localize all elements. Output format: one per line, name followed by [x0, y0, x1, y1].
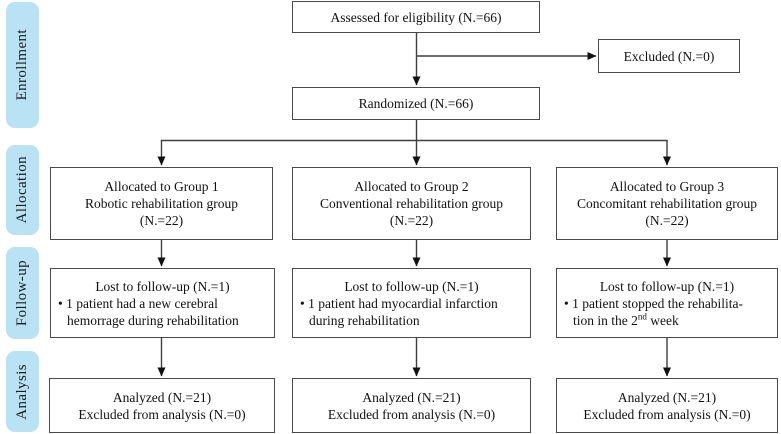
stage-label-followup-text: Follow-up [14, 259, 30, 327]
analysis1-line2: Excluded from analysis (N.=0) [78, 406, 246, 422]
followup1-bullet-line1: • 1 patient had a new cerebral [58, 295, 218, 311]
followup3-bullet-line2-post: week [646, 312, 679, 328]
randomized-box: Randomized (N.=66) [292, 87, 540, 120]
analysis1-line1: Analyzed (N.=21) [112, 389, 212, 405]
stage-label-enrollment-text: Enrollment [14, 29, 30, 101]
allocation-group3-box: Allocated to Group 3 Concomitant rehabil… [556, 167, 778, 240]
followup-group3-box: Lost to follow-up (N.=1) • 1 patient sto… [556, 268, 778, 338]
followup3-bullet-line1: • 1 patient stopped the rehabilita- [564, 295, 744, 311]
stage-label-followup: Follow-up [6, 247, 39, 339]
analysis-group2-box: Analyzed (N.=21) Excluded from analysis … [292, 378, 531, 433]
analysis2-line1: Analyzed (N.=21) [362, 389, 461, 405]
followup2-bullets: • 1 patient had myocardial infarction du… [293, 295, 530, 329]
group2-line1: Allocated to Group 2 [354, 179, 469, 194]
stage-label-analysis-text: Analysis [14, 363, 30, 420]
excluded-text: Excluded (N.=0) [623, 48, 715, 64]
followup3-bullets: • 1 patient stopped the rehabilita- tion… [557, 295, 777, 329]
analysis-group3-box: Analyzed (N.=21) Excluded from analysis … [556, 378, 778, 433]
randomized-text: Randomized (N.=66) [358, 96, 474, 111]
followup3-bullet-line2-sup: nd [637, 311, 647, 321]
group1-line3: (N.=22) [139, 213, 184, 228]
followup-group1-box: Lost to follow-up (N.=1) • 1 patient had… [50, 268, 275, 338]
followup3-title: Lost to follow-up (N.=1) [599, 278, 735, 294]
group3-line1: Allocated to Group 3 [609, 179, 725, 194]
stage-label-allocation-text: Allocation [14, 156, 30, 224]
followup1-title: Lost to follow-up (N.=1) [95, 278, 230, 294]
followup3-bullet-line2-pre: tion in the 2 [573, 312, 638, 328]
excluded-box: Excluded (N.=0) [598, 39, 740, 73]
group2-line2: Conventional rehabilitation group [320, 196, 503, 211]
assessed-text: Assessed for eligibility (N.=66) [330, 9, 502, 25]
analysis2-line2: Excluded from analysis (N.=0) [327, 406, 496, 422]
stage-label-enrollment: Enrollment [6, 2, 39, 128]
stage-label-allocation: Allocation [6, 145, 39, 235]
followup1-bullets: • 1 patient had a new cerebral hemorrage… [51, 295, 274, 329]
group2-line3: (N.=22) [389, 213, 434, 228]
followup3-bullet-line2: tion in the 2nd week [564, 312, 774, 329]
allocation-group2-box: Allocated to Group 2 Conventional rehabi… [292, 167, 531, 240]
followup2-bullet-line1: • 1 patient had myocardial infarction [300, 295, 498, 311]
followup2-bullet-line2: during rehabilitation [309, 312, 420, 328]
analysis3-line1: Analyzed (N.=21) [617, 389, 717, 405]
group3-line3: (N.=22) [645, 213, 689, 228]
stage-label-analysis: Analysis [6, 351, 39, 432]
analysis3-line2: Excluded from analysis (N.=0) [583, 406, 751, 422]
followup-group2-box: Lost to follow-up (N.=1) • 1 patient had… [292, 268, 531, 338]
analysis-group1-box: Analyzed (N.=21) Excluded from analysis … [49, 378, 275, 433]
group1-line2: Robotic rehabilitation group [85, 196, 238, 211]
followup1-bullet-line2: hemorrage during rehabilitation [67, 312, 239, 328]
group1-line1: Allocated to Group 1 [104, 179, 219, 194]
assessed-for-eligibility-box: Assessed for eligibility (N.=66) [292, 1, 540, 33]
allocation-group1-box: Allocated to Group 1 Robotic rehabilitat… [50, 167, 273, 240]
group3-line2: Concomitant rehabilitation group [577, 196, 757, 211]
followup2-title: Lost to follow-up (N.=1) [344, 278, 479, 294]
